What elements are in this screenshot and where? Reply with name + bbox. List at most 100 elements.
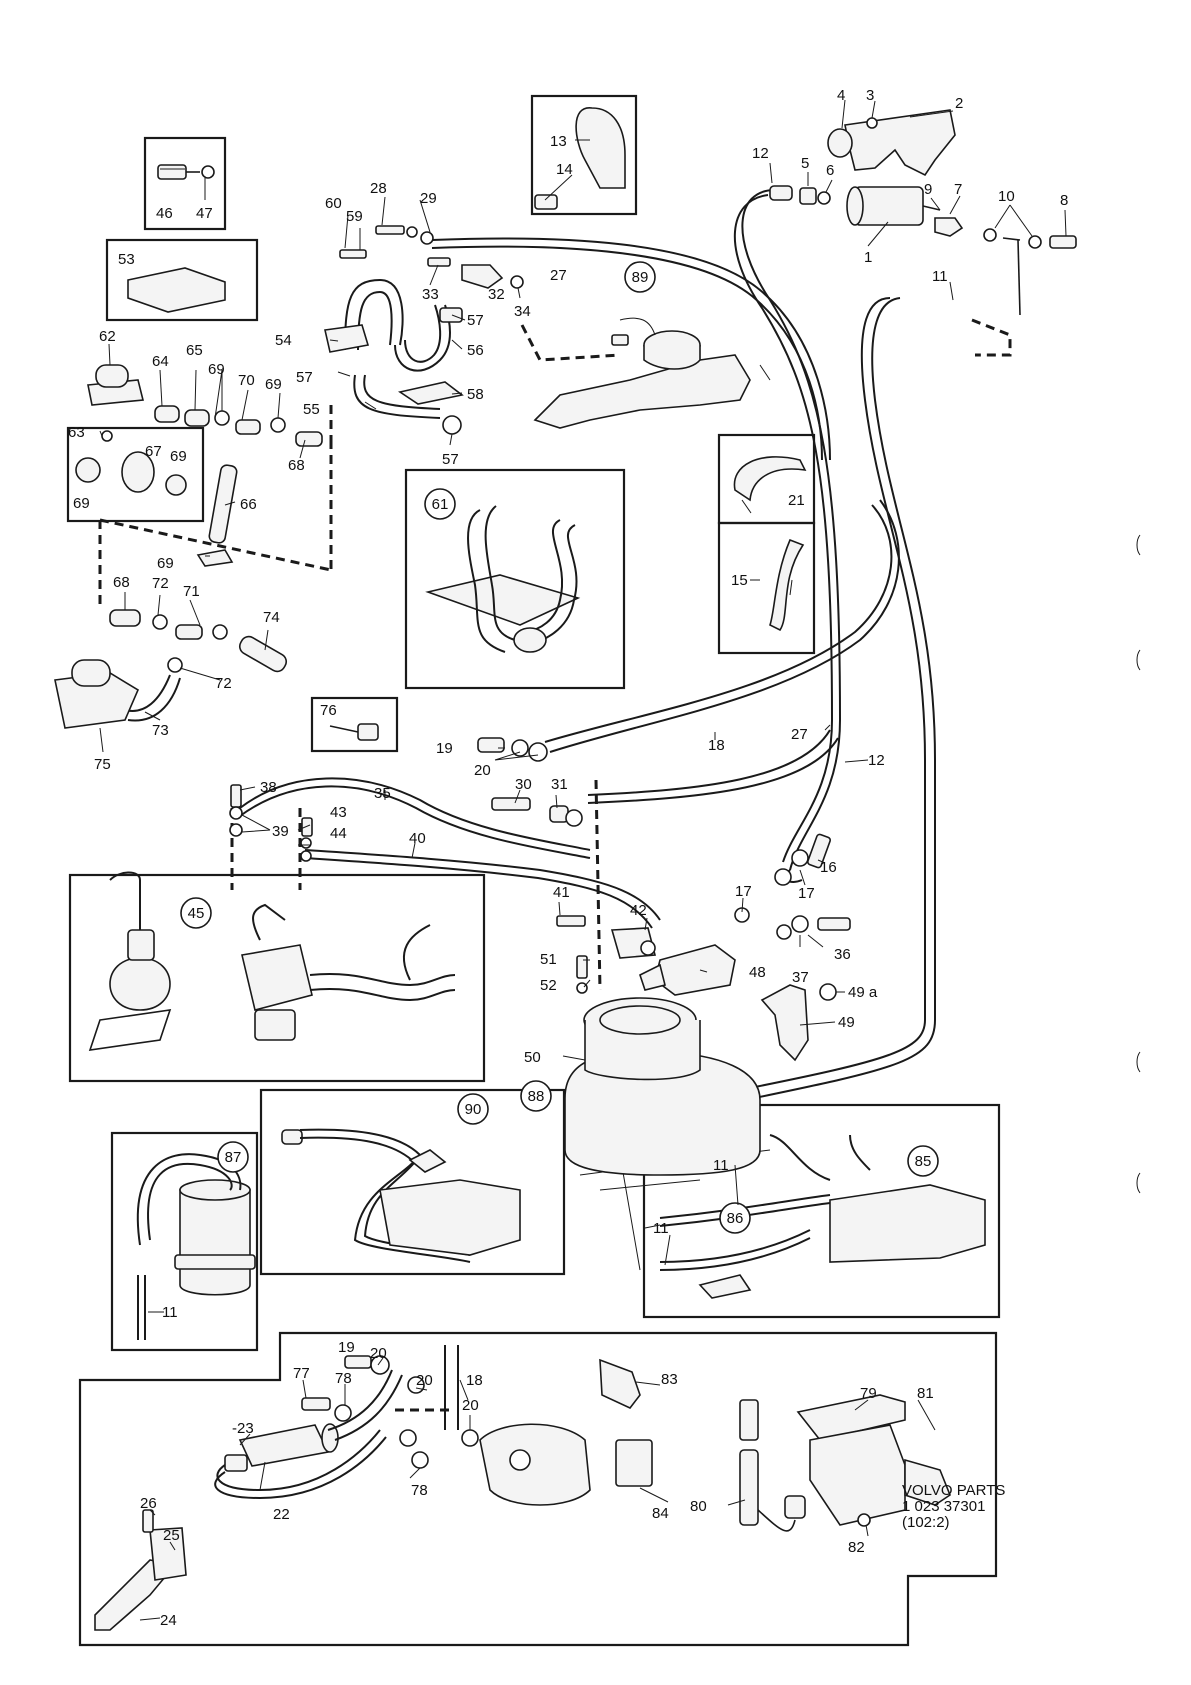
- label-69-d: 69: [73, 495, 90, 512]
- banjo-bolt-19: [477, 737, 548, 762]
- label-22: 22: [273, 1506, 290, 1523]
- callout-45: 45: [188, 905, 205, 922]
- tank-detail-90: [281, 1128, 521, 1263]
- label-32: 32: [488, 286, 505, 303]
- label-17-right: 17: [798, 885, 815, 902]
- label-13: 13: [550, 133, 567, 150]
- label-33: 33: [422, 286, 439, 303]
- label-44: 44: [330, 825, 347, 842]
- inset-box-13-14: [530, 94, 638, 216]
- label-64: 64: [152, 353, 169, 370]
- inset-box-76: [310, 696, 399, 753]
- label-27-mid: 27: [791, 726, 808, 743]
- label-69-e: 69: [157, 555, 174, 572]
- label-69-c: 69: [170, 448, 187, 465]
- pump-cover-48: [639, 944, 736, 996]
- label-12-top: 12: [752, 145, 769, 162]
- fuel-filter-1: [846, 186, 941, 226]
- label-62: 62: [99, 328, 116, 345]
- catalog-page: (102:2): [902, 1514, 950, 1531]
- label-1: 1: [864, 249, 872, 266]
- fittings-38-44: [229, 784, 313, 862]
- label-4: 4: [837, 87, 845, 104]
- label-18-bottom: 18: [466, 1372, 483, 1389]
- inset-box-15: [717, 521, 816, 655]
- circle-marker: [217, 1141, 249, 1173]
- label-74: 74: [263, 609, 280, 626]
- label-3: 3: [866, 87, 874, 104]
- callout-89: 89: [632, 269, 649, 286]
- label-48: 48: [749, 964, 766, 981]
- callout-90: 90: [465, 1101, 482, 1118]
- inset-box-21: [717, 433, 816, 525]
- bolt-30-fitting-31: [491, 797, 583, 827]
- strap-15: [769, 538, 805, 632]
- label-20-bottom-b: 20: [416, 1372, 433, 1389]
- label-43: 43: [330, 804, 347, 821]
- label-6: 6: [826, 162, 834, 179]
- label-12-mid: 12: [868, 752, 885, 769]
- circle-marker: [180, 897, 212, 929]
- label-57-top: 57: [467, 312, 484, 329]
- label-25: 25: [163, 1527, 180, 1544]
- hose-section-21: [733, 456, 807, 502]
- label-57-mid: 57: [296, 369, 313, 386]
- bottom-assembly: [94, 1345, 951, 1631]
- label-78-bottom: 78: [411, 1482, 428, 1499]
- swirl-pot-50: [564, 997, 761, 1176]
- label-8: 8: [1060, 192, 1068, 209]
- label-82: 82: [848, 1539, 865, 1556]
- label-19-bottom: 19: [338, 1339, 355, 1356]
- label-47: 47: [196, 205, 213, 222]
- label-84: 84: [652, 1505, 669, 1522]
- label-17-mid: 17: [735, 883, 752, 900]
- label-72-bottom: 72: [215, 675, 232, 692]
- label-29: 29: [420, 190, 437, 207]
- clamp-57: [442, 415, 462, 435]
- margin-marks: [1136, 534, 1141, 1194]
- label-49a: 49 a: [848, 984, 878, 1001]
- pulsation-damper-67: [75, 451, 187, 496]
- label-31: 31: [551, 776, 568, 793]
- fittings-36-37: [734, 907, 851, 940]
- label-35: 35: [374, 785, 391, 802]
- label-68-right: 68: [288, 457, 305, 474]
- inset-box-87: [110, 1131, 259, 1352]
- label-20-bottom-a: 20: [370, 1345, 387, 1362]
- circle-marker: [457, 1093, 489, 1125]
- inset-box-67: [66, 426, 205, 523]
- label-9: 9: [924, 181, 932, 198]
- label-36: 36: [834, 946, 851, 963]
- screw-51-washer-52: [576, 955, 588, 994]
- label-11-pump: 11: [653, 1220, 669, 1237]
- elbow-7: [934, 217, 964, 237]
- label-41: 41: [553, 884, 570, 901]
- hose-assembly-54: [324, 278, 463, 353]
- inset-box-61: [404, 468, 626, 690]
- label-54: 54: [275, 332, 292, 349]
- hose-66: [208, 464, 238, 544]
- fuel-tank-85: [659, 1134, 986, 1299]
- label-11-tank: 11: [713, 1157, 729, 1174]
- label-34: 34: [514, 303, 531, 320]
- circle-marker: [624, 261, 656, 293]
- callout-86: 86: [727, 1210, 744, 1227]
- label-11-filter: 11: [162, 1304, 178, 1321]
- label-55: 55: [303, 401, 320, 418]
- label-39: 39: [272, 823, 289, 840]
- label-67: 67: [145, 443, 162, 460]
- label-26: 26: [140, 1495, 157, 1512]
- label-23: -23: [232, 1420, 254, 1437]
- catalog-brand: VOLVO PARTS: [902, 1482, 1006, 1499]
- control-unit-53: [127, 267, 226, 313]
- inset-box-53: [105, 238, 259, 322]
- label-11-top: 11: [932, 268, 948, 285]
- label-76: 76: [320, 702, 337, 719]
- label-20-bottom-c: 20: [462, 1397, 479, 1414]
- label-50: 50: [524, 1049, 541, 1066]
- label-69-b: 69: [265, 376, 282, 393]
- label-78-top: 78: [335, 1370, 352, 1387]
- sensor-76: [329, 723, 379, 741]
- clamp-13: [534, 107, 626, 210]
- label-2: 2: [955, 95, 963, 112]
